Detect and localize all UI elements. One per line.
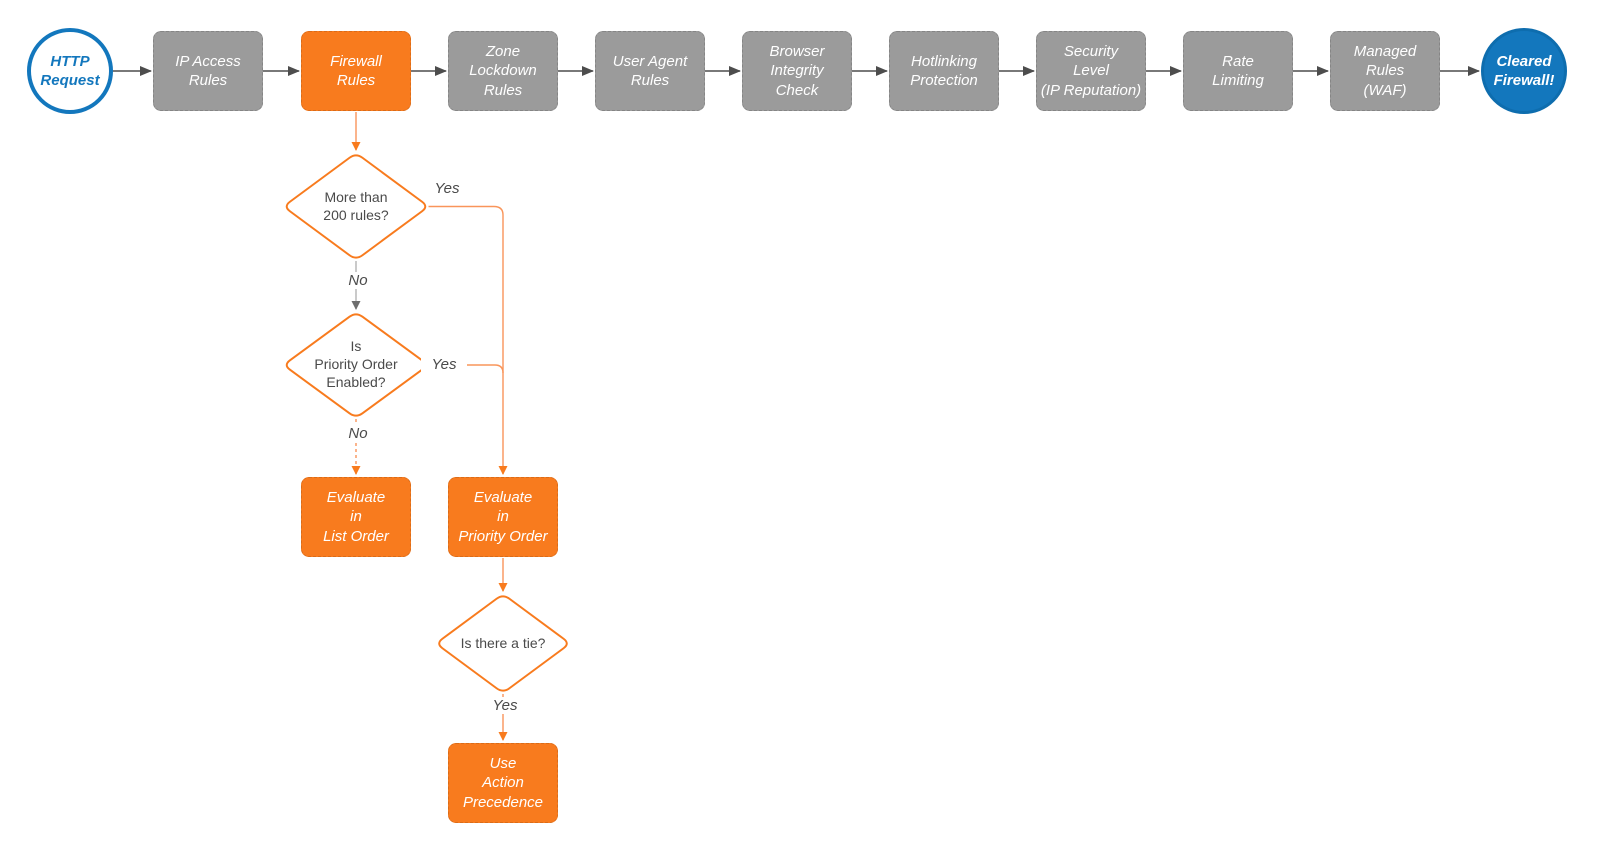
node-ip-access-rules-label: IP Access Rules <box>175 52 241 89</box>
node-http-request-label: HTTP Request <box>40 52 100 89</box>
node-ip-access-rules: IP Access Rules <box>153 31 263 111</box>
edge-label-d3-yes: Yes <box>481 697 529 714</box>
node-hotlinking-protection-label: Hotlinking Protection <box>910 52 978 89</box>
node-security-level: Security Level (IP Reputation) <box>1036 31 1146 111</box>
node-firewall-rules-label: Firewall Rules <box>330 52 382 89</box>
edge-label-d2-yes: Yes <box>421 356 467 373</box>
node-user-agent-rules-label: User Agent Rules <box>612 52 688 89</box>
node-cleared-firewall-label: Cleared Firewall! <box>1493 52 1555 89</box>
decision-more-than-200-rules-label: More than 200 rules? <box>323 189 389 224</box>
node-use-action-precedence-label: Use Action Precedence <box>462 755 544 811</box>
decision-more-than-200-rules-shape <box>285 154 427 259</box>
node-browser-integrity-check: Browser Integrity Check <box>742 31 852 111</box>
node-managed-rules-waf-label: Managed Rules (WAF) <box>1353 43 1417 99</box>
node-zone-lockdown-rules-label: Zone Lockdown Rules <box>469 43 537 99</box>
node-rate-limiting-label: Rate Limiting <box>1212 52 1264 89</box>
node-security-level-label: Security Level (IP Reputation) <box>1040 43 1142 99</box>
node-evaluate-in-priority-order: Evaluate in Priority Order <box>448 477 558 557</box>
node-evaluate-in-list-order: Evaluate in List Order <box>301 477 411 557</box>
decision-is-there-a-tie-shape <box>438 595 568 692</box>
node-managed-rules-waf: Managed Rules (WAF) <box>1330 31 1440 111</box>
node-evaluate-in-list-order-label: Evaluate in List Order <box>323 489 389 545</box>
connector-decision1-yes <box>428 205 508 475</box>
node-http-request: HTTP Request <box>27 28 113 114</box>
node-browser-integrity-check-label: Browser Integrity Check <box>769 43 825 99</box>
node-user-agent-rules: User Agent Rules <box>595 31 705 111</box>
node-rate-limiting: Rate Limiting <box>1183 31 1293 111</box>
decision-is-there-a-tie-label: Is there a tie? <box>460 635 546 651</box>
edge-label-d1-no: No <box>338 272 378 289</box>
node-firewall-rules: Firewall Rules <box>301 31 411 111</box>
node-use-action-precedence: Use Action Precedence <box>448 743 558 823</box>
node-zone-lockdown-rules: Zone Lockdown Rules <box>448 31 558 111</box>
connector-decision2-yes <box>428 364 504 374</box>
node-hotlinking-protection: Hotlinking Protection <box>889 31 999 111</box>
edge-label-d2-no: No <box>338 425 378 442</box>
edge-label-d1-yes: Yes <box>425 180 469 197</box>
node-evaluate-in-priority-order-label: Evaluate in Priority Order <box>458 489 548 545</box>
decision-priority-order-enabled-label: Is Priority Order Enabled? <box>314 338 398 391</box>
node-cleared-firewall: Cleared Firewall! <box>1481 28 1567 114</box>
